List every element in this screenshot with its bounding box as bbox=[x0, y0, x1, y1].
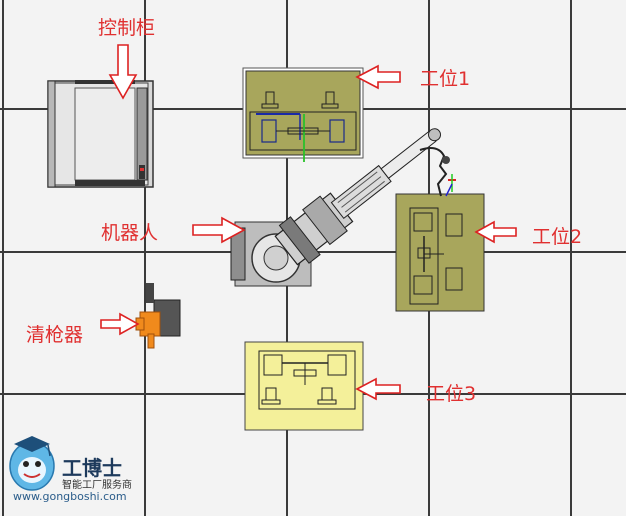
station-2-label: 工位2 bbox=[532, 226, 583, 248]
control-cabinet bbox=[47, 80, 154, 188]
arrow-left-icon bbox=[355, 377, 401, 401]
arrow-right-icon bbox=[192, 216, 246, 244]
brand-name: 工博士 bbox=[62, 456, 122, 480]
arrow-down-icon bbox=[108, 44, 138, 100]
brand-slogan: 智能工厂服务商 bbox=[62, 480, 132, 491]
robot bbox=[230, 128, 456, 287]
grid-line bbox=[144, 0, 146, 516]
station-3-fixture bbox=[244, 341, 364, 431]
robot-label: 机器人 bbox=[101, 222, 159, 244]
station-1-label: 工位1 bbox=[420, 68, 471, 90]
station-2-fixture bbox=[395, 193, 485, 312]
arrow-right-icon bbox=[100, 312, 140, 336]
torch-cleaner bbox=[135, 283, 181, 349]
grid-line bbox=[2, 0, 4, 516]
brand-url: www.gongboshi.com bbox=[13, 490, 127, 503]
grid-line bbox=[570, 0, 572, 516]
torch-cleaner-label: 清枪器 bbox=[26, 324, 84, 346]
arrow-left-icon bbox=[355, 64, 401, 90]
mascot-icon bbox=[9, 436, 55, 491]
station-3-label: 工位3 bbox=[426, 383, 477, 405]
arrow-left-icon bbox=[474, 220, 517, 244]
station-1-fixture bbox=[242, 67, 364, 162]
control-cabinet-label: 控制柜 bbox=[98, 17, 156, 39]
